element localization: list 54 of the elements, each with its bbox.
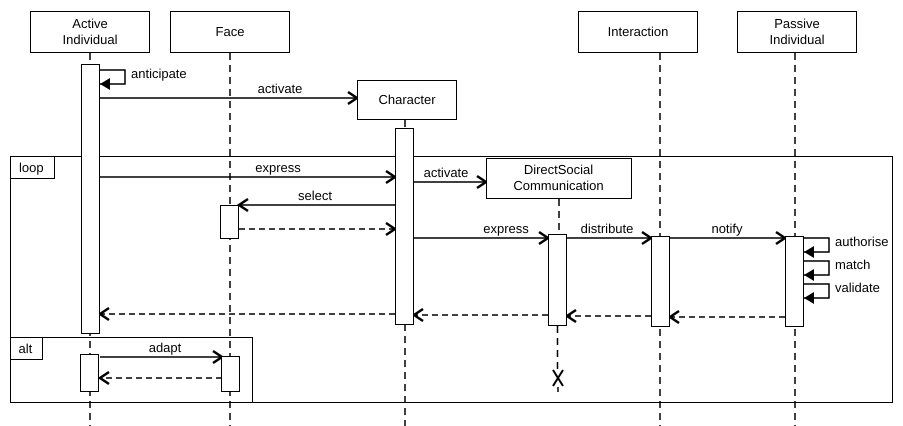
- return-message-arrow: [566, 308, 651, 324]
- message-label: notify: [710, 221, 744, 236]
- message-label: distribute: [580, 221, 634, 236]
- activation-bar: [80, 354, 99, 392]
- activation-bar: [81, 64, 100, 334]
- participant-box: [578, 11, 698, 53]
- message-label: select: [297, 188, 333, 203]
- message-label: activate: [422, 165, 470, 180]
- message-label: match: [834, 257, 872, 272]
- participant-box: [30, 11, 150, 53]
- participant-name: Face: [216, 24, 244, 40]
- activation-bar: [221, 356, 240, 392]
- participant-name: DirectSocial Communication: [512, 162, 605, 194]
- self-message-arrow: [100, 69, 126, 90]
- message-arrow: [670, 230, 786, 246]
- message-arrow: [414, 230, 550, 246]
- activation-bar: [784, 236, 804, 326]
- message-label: activate: [256, 81, 304, 96]
- message-arrow: [100, 90, 358, 106]
- participant-name: Interaction: [608, 24, 668, 40]
- self-message-arrow: [804, 237, 830, 258]
- return-message-arrow: [98, 370, 222, 386]
- participant-name: Active Individual: [62, 16, 118, 48]
- return-message-arrow: [412, 308, 548, 322]
- return-message-arrow: [239, 222, 396, 236]
- lifeline: [556, 326, 558, 369]
- return-message-arrow: [98, 306, 395, 322]
- self-message-arrow: [804, 283, 830, 304]
- combined-fragment-frame: [10, 156, 893, 403]
- participant-box: [486, 158, 632, 198]
- activation-bar: [220, 204, 238, 238]
- message-arrow: [100, 350, 224, 364]
- message-label: adapt: [148, 340, 182, 355]
- activation-bar: [548, 234, 566, 326]
- fragment-operator-tab: loop: [11, 157, 55, 179]
- message-arrow: [567, 230, 652, 246]
- return-message-arrow: [668, 310, 785, 324]
- participant-name: Passive Individual: [768, 16, 826, 48]
- message-arrow: [100, 170, 396, 184]
- participant-box: [737, 11, 857, 53]
- message-arrow: [238, 198, 395, 212]
- self-message-arrow: [804, 260, 830, 281]
- message-arrow: [414, 174, 488, 190]
- destruction-mark: [552, 368, 564, 386]
- activation-bar: [395, 128, 414, 325]
- participant-name: Character: [378, 92, 436, 108]
- message-label: validate: [834, 280, 881, 295]
- participant-box: [357, 80, 457, 120]
- activation-bar: [650, 236, 670, 326]
- participant-box: [170, 11, 290, 53]
- fragment-operator-tab: alt: [10, 338, 44, 360]
- message-label: authorise: [834, 234, 890, 249]
- message-label: anticipate: [130, 66, 188, 81]
- combined-fragment-frame: [10, 336, 252, 402]
